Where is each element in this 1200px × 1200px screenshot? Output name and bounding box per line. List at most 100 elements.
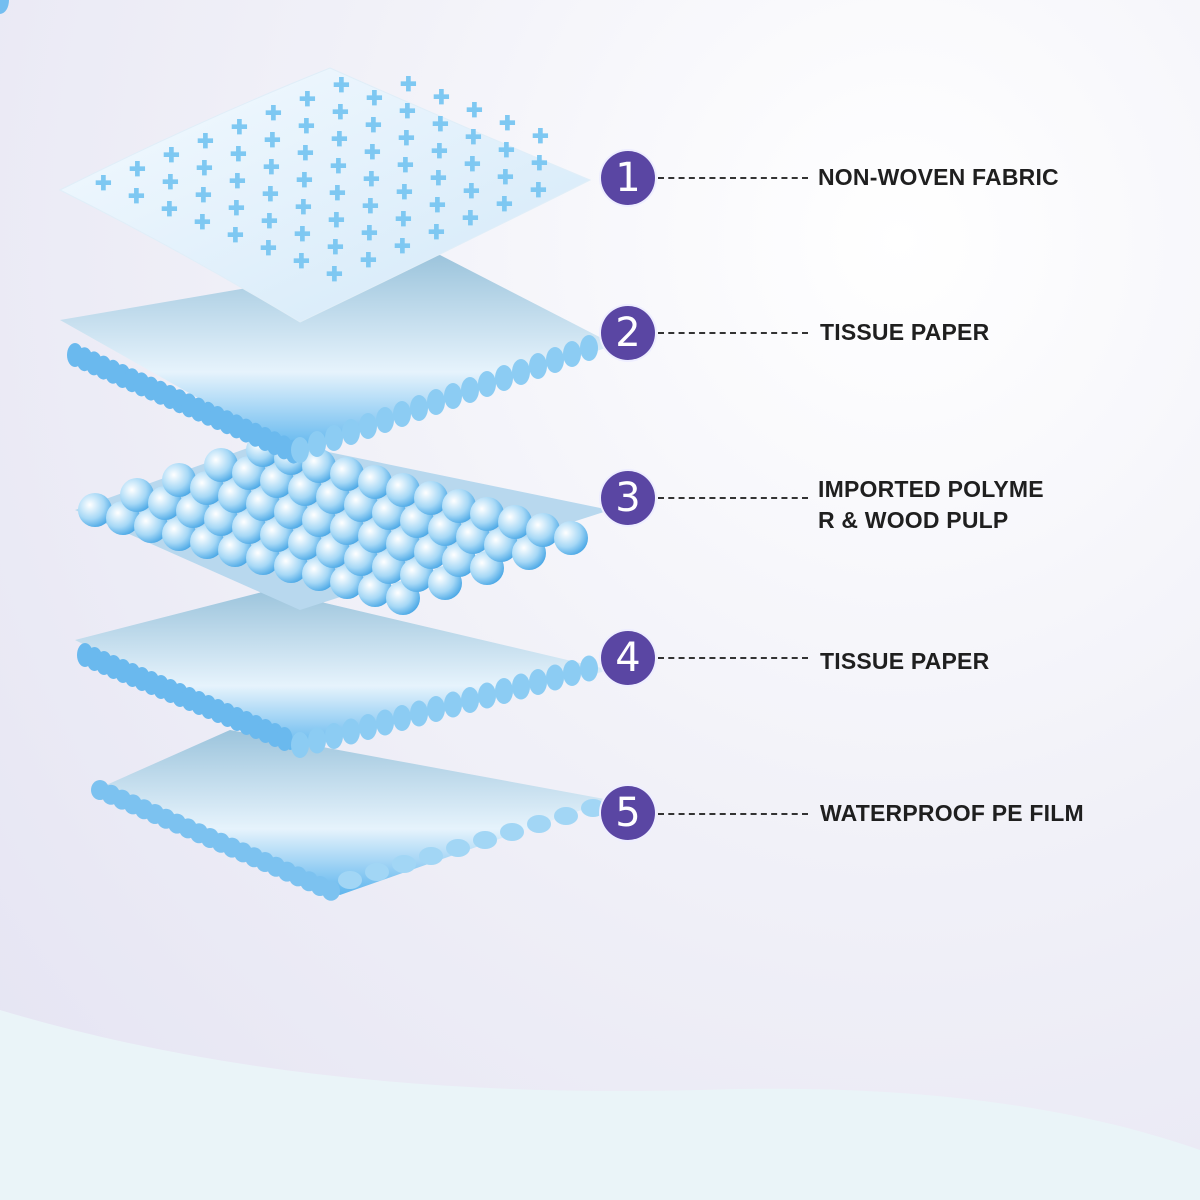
cross-icon: ✚ (264, 130, 281, 152)
cross-icon: ✚ (230, 144, 247, 166)
layer-label: NON-WOVEN FABRIC (818, 164, 1059, 190)
number-badge-3: 3 (601, 471, 655, 525)
polymer-ball (470, 497, 504, 531)
leader-line (658, 497, 808, 499)
ridge (581, 799, 605, 817)
layer-label: TISSUE PAPER (820, 319, 990, 345)
cross-icon: ✚ (261, 211, 278, 233)
ridge (393, 705, 411, 731)
ridge (342, 419, 360, 445)
ridge (308, 727, 326, 754)
cross-icon: ✚ (396, 182, 413, 204)
cross-icon: ✚ (128, 186, 145, 208)
layer-2-tissue (60, 255, 615, 450)
ridge (444, 383, 462, 409)
number-badge-2: 2 (601, 306, 655, 360)
cross-icon: ✚ (197, 131, 214, 153)
cross-icon: ✚ (294, 224, 311, 246)
cross-icon: ✚ (196, 158, 213, 180)
ridge (512, 673, 530, 700)
cross-icon: ✚ (363, 169, 380, 191)
ridge (529, 669, 547, 695)
cross-icon: ✚ (297, 143, 314, 165)
cross-icon: ✚ (263, 157, 280, 179)
ridge (461, 687, 479, 713)
ridge (338, 871, 362, 889)
cross-icon: ✚ (366, 88, 383, 110)
layer-4-tissue (75, 590, 610, 750)
leader-line (658, 177, 808, 179)
cross-icon: ✚ (466, 100, 483, 122)
cross-icon: ✚ (260, 238, 277, 260)
ridge (500, 823, 524, 841)
polymer-ball (162, 463, 196, 497)
cross-icon: ✚ (400, 74, 417, 96)
leader-line (658, 332, 808, 334)
cross-icon: ✚ (332, 102, 349, 124)
cross-icon: ✚ (195, 185, 212, 207)
cross-icon: ✚ (464, 154, 481, 176)
ridge (478, 371, 496, 397)
polymer-ball (358, 465, 392, 499)
layer-1-nonwoven (58, 67, 592, 323)
ridge (276, 727, 293, 751)
polymer-ball (386, 473, 420, 507)
cross-icon: ✚ (95, 173, 112, 195)
ridge (580, 335, 598, 361)
cross-icon: ✚ (228, 198, 245, 220)
ridge (563, 341, 581, 367)
ridge (419, 847, 443, 865)
layer-2-ridges (0, 0, 598, 464)
ridge (473, 831, 497, 849)
cross-icon: ✚ (162, 172, 179, 194)
cross-icon: ✚ (296, 170, 313, 192)
cross-icon: ✚ (161, 199, 178, 221)
layer-5-ridges (91, 780, 605, 901)
cross-icon: ✚ (465, 127, 482, 149)
ridge (554, 807, 578, 825)
cross-icon: ✚ (531, 153, 548, 175)
ridge (291, 732, 309, 758)
polymer-ball (414, 481, 448, 515)
cross-icon: ✚ (530, 180, 547, 202)
layer-label: WATERPROOF PE FILM (820, 800, 1084, 826)
cross-icon: ✚ (364, 142, 381, 164)
ridge (325, 425, 343, 451)
ridge (461, 377, 479, 403)
ridge (446, 839, 470, 857)
ridge (376, 407, 394, 433)
cross-icon: ✚ (496, 194, 513, 216)
leader-line (658, 813, 808, 815)
ridge (512, 359, 530, 385)
polymer-ball (554, 521, 588, 555)
polymer-ball (442, 489, 476, 523)
label-line-2: R & WOOD PULP (818, 507, 1009, 533)
ridge (342, 718, 360, 745)
cross-icon: ✚ (326, 264, 343, 286)
cross-icon: ✚ (229, 171, 246, 193)
ridge (410, 700, 428, 727)
polymer-ball (526, 513, 560, 547)
ridge (427, 696, 445, 722)
polymer-ball (78, 493, 112, 527)
ridge (291, 437, 309, 463)
cross-icon: ✚ (365, 115, 382, 137)
ridge (427, 389, 445, 415)
number-badge-5: 5 (601, 786, 655, 840)
cross-icon: ✚ (298, 116, 315, 138)
cross-icon: ✚ (333, 75, 350, 97)
cross-icon: ✚ (295, 197, 312, 219)
cross-icon: ✚ (428, 222, 445, 244)
ridge (392, 855, 416, 873)
ridge (359, 413, 377, 439)
ridge (478, 682, 496, 709)
number-badge-4: 4 (601, 631, 655, 685)
cross-icon: ✚ (429, 195, 446, 217)
polymer-ball (204, 448, 238, 482)
ridge (546, 664, 564, 691)
cross-icon: ✚ (532, 126, 549, 148)
label-line-1: IMPORTED POLYME (818, 476, 1044, 502)
cross-icon: ✚ (129, 159, 146, 181)
leader-line (658, 657, 808, 659)
